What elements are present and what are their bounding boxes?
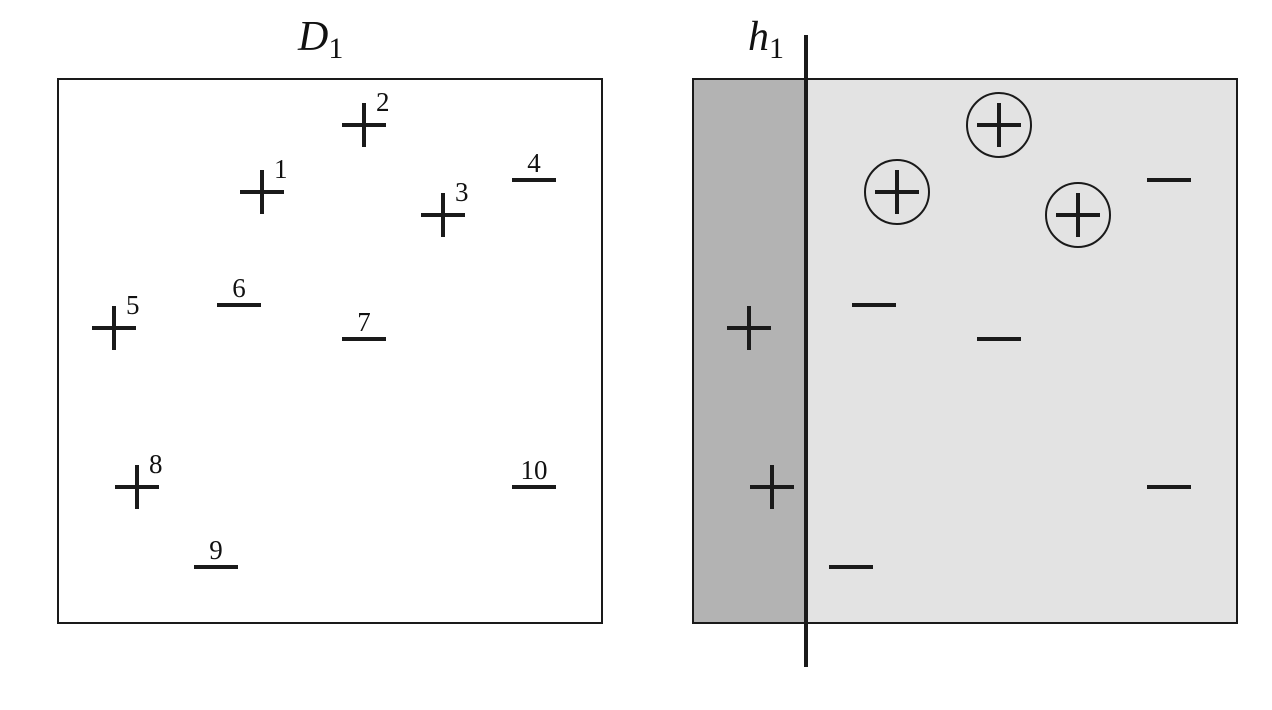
misclassified-circle-1	[864, 159, 930, 225]
point-label-1: 1	[274, 154, 288, 184]
point-label-4: 4	[527, 148, 541, 178]
point-label-6: 6	[232, 273, 246, 303]
point-label-3: 3	[455, 177, 469, 207]
point-label-10: 10	[521, 455, 548, 485]
misclassified-circle-3	[1045, 182, 1111, 248]
misclassified-circle-2	[966, 92, 1032, 158]
hypothesis-negative-region	[806, 79, 1237, 623]
point-label-5: 5	[126, 290, 140, 320]
hypothesis-title: h1	[748, 14, 784, 65]
hypothesis-positive-region	[693, 79, 806, 623]
point-label-7: 7	[357, 307, 371, 337]
point-label-9: 9	[209, 535, 223, 565]
dataset-title: D1	[297, 14, 343, 65]
point-label-8: 8	[149, 449, 163, 479]
hypothesis-panel	[692, 78, 1238, 624]
dataset-panel	[57, 78, 603, 624]
point-label-2: 2	[376, 87, 390, 117]
